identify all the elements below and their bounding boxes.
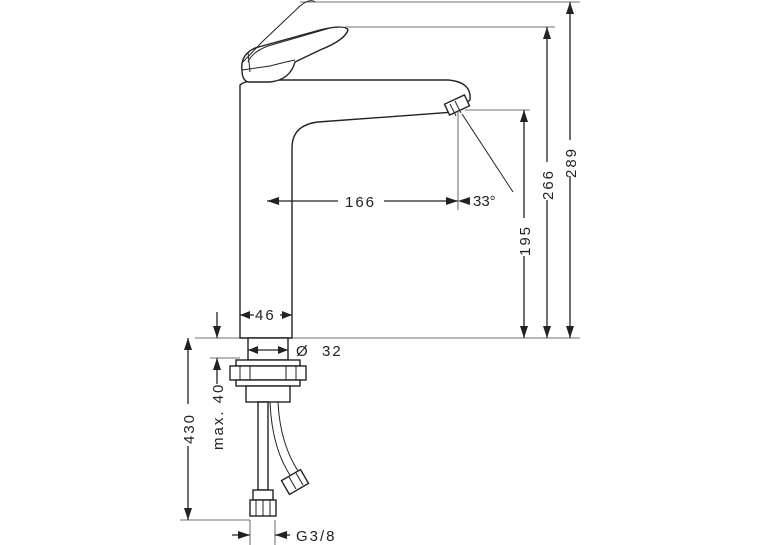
dim-thread: G3/8 bbox=[232, 528, 337, 545]
supply-hoses bbox=[249, 401, 310, 517]
dim-289-label: 289 bbox=[563, 147, 580, 178]
dim-hole-diameter: Ø 32 bbox=[248, 343, 343, 360]
dim-32-label: Ø 32 bbox=[296, 343, 343, 360]
dim-spray-angle: 33° bbox=[458, 193, 496, 210]
dim-total-height: 289 bbox=[562, 2, 580, 338]
dim-body-width: 46 bbox=[240, 304, 292, 324]
dim-outlet-height: 195 bbox=[516, 110, 534, 338]
spout-aerator bbox=[443, 93, 471, 117]
dim-spout-top: 266 bbox=[539, 27, 557, 338]
dim-33-label: 33° bbox=[473, 193, 496, 210]
spray-angle-line bbox=[461, 113, 514, 193]
lever-handle bbox=[241, 0, 349, 83]
mounting-hardware bbox=[229, 337, 307, 403]
dim-g38-label: G3/8 bbox=[296, 528, 337, 545]
dim-166-label: 166 bbox=[345, 194, 376, 211]
dim-spout-reach: 166 bbox=[267, 190, 458, 211]
dim-46-label: 46 bbox=[255, 307, 276, 324]
dim-hose-length: 430 bbox=[180, 338, 198, 520]
dim-195-label: 195 bbox=[517, 225, 534, 256]
dim-430-label: 430 bbox=[181, 413, 198, 444]
dim-counter-thickness: max. 40 bbox=[210, 312, 240, 450]
dim-266-label: 266 bbox=[540, 169, 557, 200]
dim-max40-label: max. 40 bbox=[210, 383, 227, 450]
